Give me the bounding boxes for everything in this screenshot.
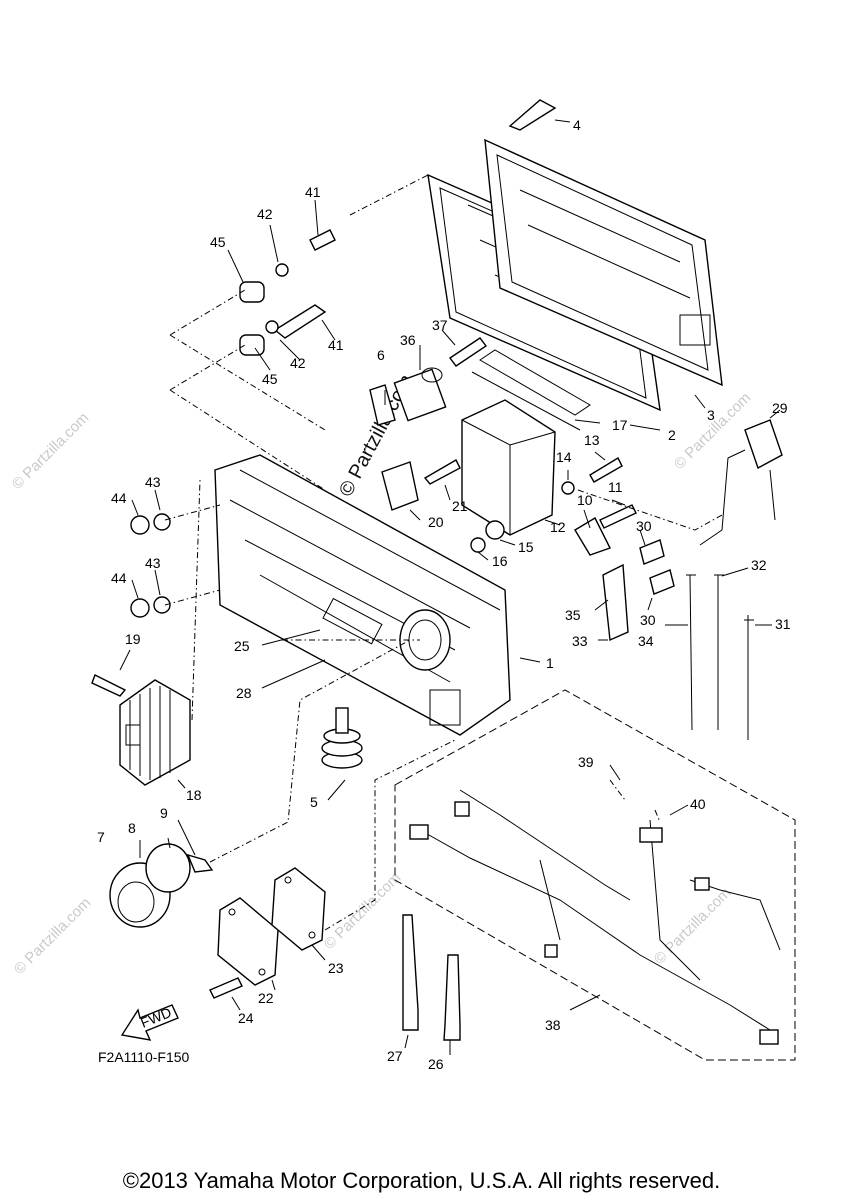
part-label-2: 2 [668,427,676,443]
part-label-28: 28 [236,685,252,701]
part-label-44-second: 44 [111,570,127,586]
part-label-42: 42 [257,206,273,222]
part-label-17: 17 [612,417,628,433]
cable-tie-27 [402,914,419,1031]
part-label-7: 7 [97,829,105,845]
watermark-text: © Partzilla.com [11,894,94,977]
sensor-cables [602,419,783,740]
part-label-13: 13 [584,432,600,448]
callout-leaders [119,119,781,1055]
cover-plate [484,138,723,387]
clip [186,853,214,873]
watermark-text: © Partzilla.com [9,409,92,492]
part-label-4: 4 [573,117,581,133]
leader-lines [164,174,723,931]
packing [145,843,191,893]
part-label-42-second: 42 [290,355,306,371]
part-label-5: 5 [310,794,318,810]
part-label-19: 19 [125,631,141,647]
fwd-arrow: FWD [120,1004,179,1041]
part-label-14: 14 [556,449,572,465]
part-label-34: 34 [638,633,654,649]
fasteners [91,99,675,999]
rectifier-regulator [119,679,191,786]
band [471,349,591,431]
part-label-10: 10 [577,492,593,508]
part-label-1: 1 [546,655,554,671]
part-label-9: 9 [160,805,168,821]
wire-harness [394,689,796,1061]
part-label-35: 35 [565,607,581,623]
part-label-16: 16 [492,553,508,569]
part-label-31: 31 [775,616,791,632]
part-label-3: 3 [707,407,715,423]
part-label-30: 30 [636,518,652,534]
part-label-33: 33 [572,633,588,649]
part-label-36: 36 [400,332,416,348]
diagram-code: F2A1110-F150 [98,1049,190,1065]
part-label-41: 41 [305,184,321,200]
part-label-30-second: 30 [640,612,656,628]
electrical-box [214,454,511,736]
part-label-27: 27 [387,1048,403,1064]
part-label-32: 32 [751,557,767,573]
part-number-labels: 1 2 3 4 5 6 7 8 9 10 11 12 13 14 15 16 1… [97,117,791,1072]
part-label-41-second: 41 [328,337,344,353]
part-label-25: 25 [234,638,250,654]
part-label-8: 8 [128,820,136,836]
part-label-44: 44 [111,490,127,506]
part-label-43-second: 43 [145,555,161,571]
part-label-37: 37 [432,317,448,333]
part-label-18: 18 [186,787,202,803]
copyright-notice: ©2013 Yamaha Motor Corporation, U.S.A. A… [122,1168,721,1193]
watermark-text: © Partzilla.com [321,869,404,952]
part-label-23: 23 [328,960,344,976]
part-label-29: 29 [772,400,788,416]
cable-tie-26 [443,954,461,1041]
grommet [321,707,363,769]
ecu-module [461,399,556,536]
part-label-15: 15 [518,539,534,555]
part-label-24: 24 [238,1010,254,1026]
part-label-22: 22 [258,990,274,1006]
part-label-20: 20 [428,514,444,530]
relay-bracket [369,384,396,426]
watermark-text: © Partzilla.com [651,884,734,967]
part-label-21: 21 [452,498,468,514]
part-label-12: 12 [550,519,566,535]
relay [393,367,447,422]
part-label-11: 11 [608,479,623,495]
part-label-38: 38 [545,1017,561,1033]
part-label-45-second: 45 [262,371,278,387]
part-label-40: 40 [690,796,706,812]
plate-22 [217,897,279,986]
part-label-39: 39 [578,754,594,770]
plate-23 [271,867,326,951]
part-label-45: 45 [210,234,226,250]
watermark-text: © Partzilla.com [671,389,754,472]
part-label-43: 43 [145,474,161,490]
part-label-6: 6 [377,347,385,363]
part-label-26: 26 [428,1056,444,1072]
